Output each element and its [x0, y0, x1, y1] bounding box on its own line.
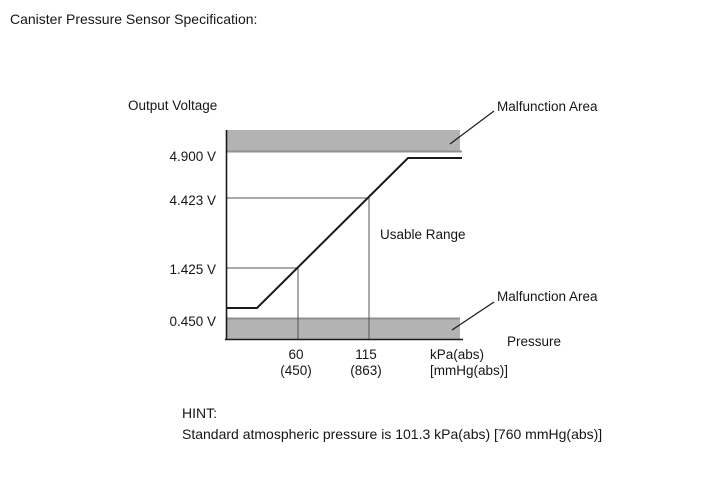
x-tick-115kpa-value: 115	[355, 347, 377, 362]
y-tick-4423v: 4.423 V	[169, 193, 216, 208]
y-tick-4900v: 4.900 V	[169, 149, 216, 164]
annotation-usable-range: Usable Range	[380, 227, 466, 242]
x-axis-unit-mmhg: [mmHg(abs)]	[430, 362, 509, 378]
y-tick-0450v: 0.450 V	[169, 314, 216, 329]
x-tick-60kpa-mmhg: (450)	[280, 362, 312, 378]
x-tick-115kpa-mmhg: (863)	[350, 362, 382, 378]
hint-text: Standard atmospheric pressure is 101.3 k…	[182, 426, 603, 442]
y-axis-title: Output Voltage	[128, 98, 218, 113]
annotation-malfunction-area-top: Malfunction Area	[497, 99, 598, 114]
x-tick-115kpa: 115 (863)	[336, 347, 396, 378]
page-title: Canister Pressure Sensor Specification:	[10, 11, 258, 27]
x-tick-60kpa: 60 (450)	[266, 347, 326, 378]
x-tick-60kpa-value: 60	[288, 347, 304, 362]
x-axis-title: Pressure	[507, 334, 562, 349]
x-axis-units: kPa(abs) [mmHg(abs)]	[430, 347, 508, 378]
y-tick-1425v: 1.425 V	[169, 262, 216, 277]
x-axis-unit-kpa: kPa(abs)	[430, 347, 485, 362]
annotation-malfunction-area-bottom: Malfunction Area	[497, 289, 598, 304]
hint-label: HINT:	[182, 405, 217, 421]
